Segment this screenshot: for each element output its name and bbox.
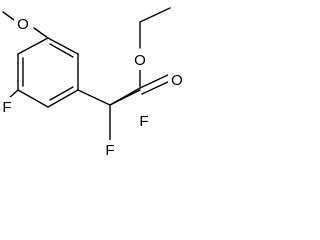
molecule-svg: O F O O F F bbox=[2, 7, 183, 159]
difluoro-fluorine-upper-label: F bbox=[139, 113, 148, 130]
ring-bond-3 bbox=[47, 89, 79, 108]
carbonyl-oxygen-label: O bbox=[171, 72, 183, 89]
bond-ring-cf2 bbox=[77, 89, 111, 106]
ester-oxygen-label: O bbox=[134, 52, 146, 69]
ring-bond-6 bbox=[17, 37, 49, 55]
bond-carbonyl-double-1 bbox=[139, 73, 171, 89]
bond-ethyl-ch2-ch3 bbox=[139, 7, 171, 23]
methoxy-oxygen-label: O bbox=[17, 16, 29, 33]
bond-carbonyl-double-2 bbox=[141, 80, 171, 95]
ring-bond-1 bbox=[47, 37, 79, 55]
difluoro-fluorine-lower-label: F bbox=[105, 142, 114, 159]
bond-cf2-carbonyl bbox=[109, 87, 141, 106]
structure-diagram: O F O O F F bbox=[2, 7, 183, 159]
bond-methoxy-o-ring bbox=[33, 27, 49, 39]
ring-fluorine-label: F bbox=[2, 99, 11, 116]
ring-double-bond-inner-1 bbox=[49, 43, 74, 58]
ring-bond-4 bbox=[17, 89, 49, 108]
ring-double-bond-inner-2 bbox=[49, 86, 74, 101]
bond-methyl-methoxy-o bbox=[2, 11, 15, 21]
